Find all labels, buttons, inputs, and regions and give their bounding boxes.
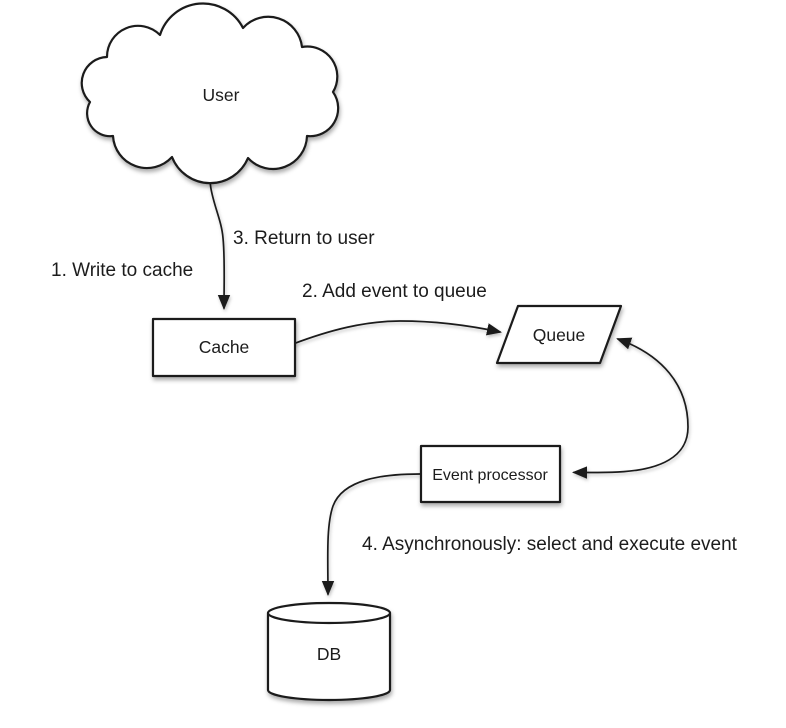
db-cylinder-top bbox=[266, 601, 392, 625]
event-processor-node bbox=[419, 444, 562, 504]
label-step2-add-event-to-queue: 2. Add event to queue bbox=[302, 281, 487, 302]
event-processor-box bbox=[419, 444, 562, 504]
db-cylinder-body bbox=[266, 613, 392, 702]
db-node-label: DB bbox=[317, 644, 341, 664]
event-processor-node-label: Event processor bbox=[432, 467, 548, 484]
edge-event-processor-to-db-arrow bbox=[321, 473, 421, 596]
user-node-label: User bbox=[203, 85, 240, 105]
cache-node bbox=[151, 317, 297, 378]
label-step3-return-to-user: 3. Return to user bbox=[233, 228, 375, 249]
edge-queue-event-processor-double-arrow bbox=[572, 337, 689, 479]
db-node bbox=[266, 601, 392, 702]
queue-node bbox=[495, 304, 623, 365]
queue-node-label: Queue bbox=[533, 325, 586, 345]
cache-box bbox=[151, 317, 297, 378]
cache-node-label: Cache bbox=[199, 337, 250, 357]
cloud-shape bbox=[80, 2, 340, 185]
label-step1-write-to-cache: 1. Write to cache bbox=[51, 260, 193, 281]
connectors bbox=[208, 159, 689, 596]
edge-cache-to-queue-arrow bbox=[292, 320, 502, 345]
queue-parallelogram bbox=[495, 304, 623, 365]
label-step4-async-select-execute: 4. Asynchronously: select and execute ev… bbox=[362, 534, 738, 555]
edge-user-to-cache-arrow bbox=[208, 159, 231, 310]
user-cloud-node bbox=[80, 2, 340, 185]
